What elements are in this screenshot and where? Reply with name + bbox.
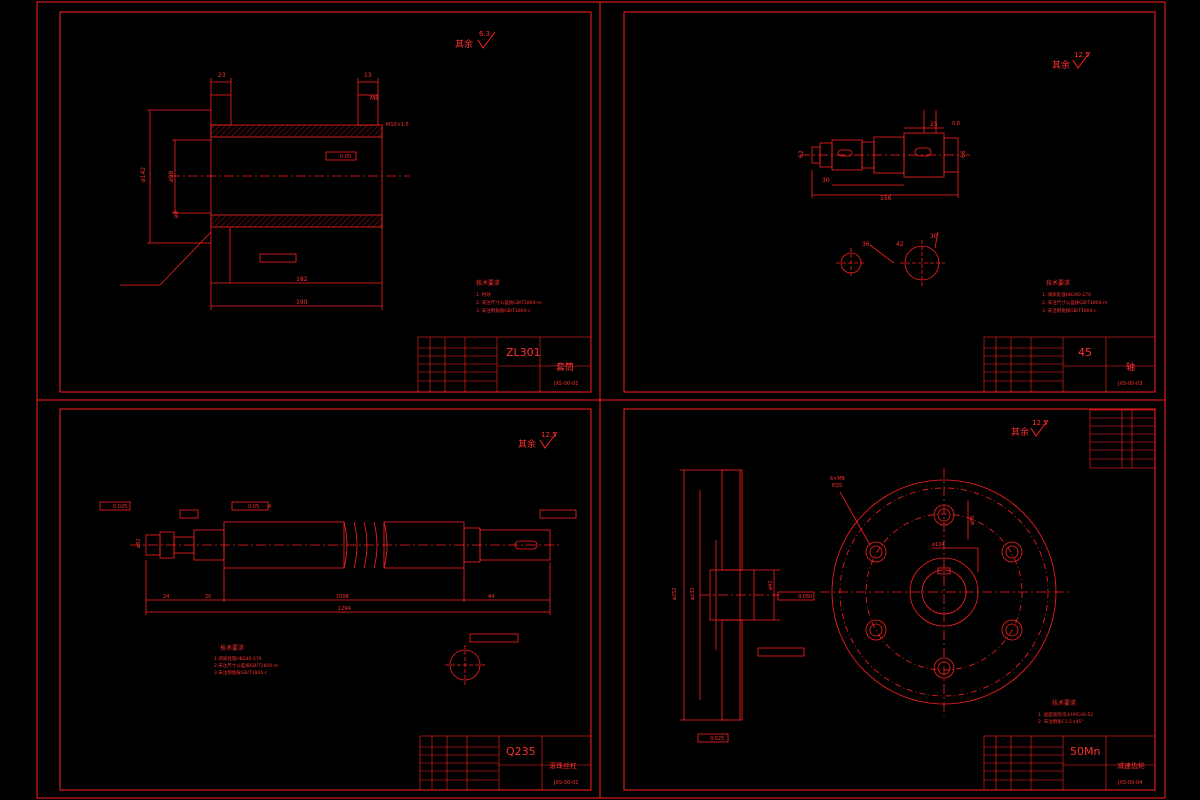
dim-text: 30 [822,177,830,184]
dim-text: ø80 [970,516,976,525]
drawing-no: JXS-00-03 [1117,381,1142,387]
dim-text: 25 [930,121,938,128]
shaft-main-view [800,110,970,198]
dim-text: 182 [296,276,308,283]
dim-text: ø32 [136,539,142,548]
note-line: 1.调质处理HB240-270 [214,655,262,662]
drawing-no: JXS-00-01 [553,381,578,387]
roughness-label: 其余 [1052,59,1070,71]
dim-text: 1008 [336,594,349,600]
note-line: 2.未注尺寸公差按GB/T1804-m [214,662,278,669]
dim-text: 0.8 [952,121,960,127]
shaft-section-a [836,248,866,278]
notes-title: 技术要求 [1046,279,1070,287]
roughness-value: 12.5 [1074,51,1090,59]
gear-face-view [820,468,1070,716]
material: 45 [1078,346,1092,359]
sheet-lead-screw: 其余 12.5 [59,408,592,791]
part-name: 减速齿轮 [1117,761,1145,770]
dim-text: 0.05 [248,504,259,510]
dim-text: 0.025 [710,736,724,742]
dim-text: M8 [370,95,379,102]
note-line: 3. 未注倒角按GB/T1804-c [1042,307,1097,314]
dim-text: 36 [862,241,870,248]
dim-text: 24 [163,594,169,600]
dim-text: ø232 [690,587,696,600]
dim-text: 30 [930,233,938,240]
dim-text: M10×1.5 [386,122,409,128]
dim-text: 13 [364,72,372,79]
title-block [983,336,1156,393]
dim-text: 6×M8 [830,476,845,482]
note-line: 1. 齿面高频淬火HRC48-52 [1038,711,1093,718]
dim-text: 1294 [338,606,351,612]
note-line: 3. 未注倒角按GB/T1804-c [476,307,531,314]
sheet-gear: 其余 12.5 [623,408,1156,791]
title-block [417,336,592,393]
roughness-label: 其余 [518,438,536,450]
material: ZL301 [506,346,541,359]
dim-text: 0.025 [113,504,127,510]
notes-title: 技术要求 [220,644,244,652]
drawing-no: JXS-00-02 [553,780,578,786]
part-name: 套筒 [556,361,574,373]
note-line: 1. 调质处理HB240-270 [1042,291,1091,298]
dim-text: 156 [880,195,892,202]
dim-text: 190 [296,299,308,306]
dim-text: 0.05 [340,154,351,160]
dim-text: ø142 [140,167,147,182]
title-block [983,735,1156,791]
dim-text: 20 [205,594,211,600]
roughness-label: 其余 [1011,426,1029,438]
lead-screw-section [445,633,519,685]
sheet-sleeve: 其余 6.3 [59,11,592,393]
dim-text: ø252 [672,587,678,600]
part-name: 轴 [1126,361,1135,373]
notes-title: 技术要求 [476,279,500,287]
roughness-value: 12.5 [1032,419,1048,427]
note-line: 2. 未注倒角C1.5×45° [1038,718,1084,725]
gear-side-section [680,469,815,743]
note-line: 2. 未注尺寸公差按GB/T1804-m [1042,299,1108,306]
dim-text: ø124 [932,542,945,548]
note-line: 2. 未注尺寸公差按GB/T1804-m [476,299,542,306]
shaft-section-b [869,231,945,287]
title-block [419,735,592,791]
material: Q235 [506,745,536,758]
gear-parameter-table [1089,409,1156,469]
dim-text: A [268,504,272,510]
dim-text: ø98 [168,171,175,182]
dim-text: 0.050 [798,594,812,600]
dim-text: ø42 [768,581,774,590]
sleeve-section-view [120,78,410,310]
part-name: 滚珠丝杠 [549,761,577,770]
dim-text: 66 [960,150,967,158]
dim-text: EQS [832,483,842,489]
dim-text: 44 [488,594,494,600]
roughness-value: 12.5 [541,431,557,439]
lead-screw-main-view [99,501,577,615]
dim-text: 62 [798,150,805,158]
dim-text: 23 [218,72,226,79]
dim-text: ø8 [173,210,180,218]
note-line: 3.未注倒角按GB/T1804-c [214,669,268,676]
note-line: 1. 时效 [476,291,491,298]
sheet-shaft: 其余 12.5 [623,11,1156,393]
material: 50Mn [1070,745,1100,758]
drawing-no: JXS-00-04 [1117,780,1142,786]
dim-text: 42 [896,241,904,248]
notes-title: 技术要求 [1052,699,1076,707]
roughness-label: 其余 [455,38,473,50]
roughness-value: 6.3 [479,30,490,38]
